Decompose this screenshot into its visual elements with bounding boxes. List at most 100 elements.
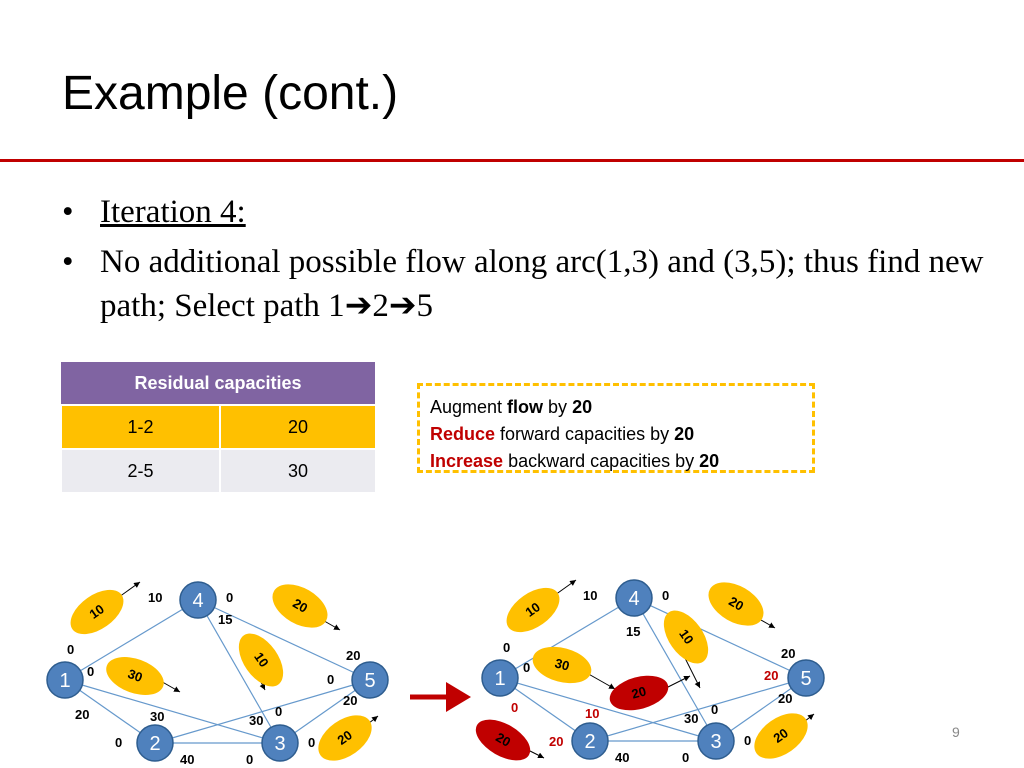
edge-label: 40 [615,750,629,765]
edge-label: 40 [180,752,194,767]
edge-label: 20 [764,668,778,683]
table-row: 2-5 30 [60,448,375,492]
svg-text:20: 20 [290,595,310,615]
title-divider [0,159,1024,162]
residual-capacities-table: Residual capacities 1-2 20 2-5 30 [60,362,375,492]
edge-label: 10 [585,706,599,721]
edge-label: 0 [744,733,751,748]
edge-1-3 [64,679,281,744]
svg-text:3: 3 [274,733,285,755]
bullet-list: • Iteration 4: • No additional possible … [62,190,1002,334]
right-graph: 10 20 10 30 20 20 20 10 0 15 0 20 0 20 0… [475,579,825,765]
edge-label: 0 [115,735,122,750]
svg-text:3: 3 [710,731,721,753]
edge-label: 0 [711,702,718,717]
table-cell: 20 [219,404,375,449]
table-cell: 2-5 [60,448,220,492]
note-line-2: Reduce forward capacities by 20 [430,424,695,444]
arrow-icon-1: ➔ [344,288,373,324]
edge-label: 20 [781,646,795,661]
right-oval-20-red-a: 20 [609,675,669,711]
svg-text:20: 20 [770,725,790,746]
svg-text:1: 1 [494,668,505,690]
svg-text:20: 20 [334,727,354,748]
edge-label: 30 [249,713,263,728]
svg-text:4: 4 [192,590,203,612]
left-node-4: 4 [179,581,217,619]
svg-text:2: 2 [584,731,595,753]
edge-4-5 [197,599,371,681]
left-node-5: 5 [351,661,389,699]
edge-label: 15 [626,624,640,639]
right-oval-20-red-b: 20 [475,719,531,761]
edge-label: 20 [346,648,360,663]
edge-2-5 [589,677,807,742]
table-row: 1-2 20 [60,404,375,449]
left-oval-20-a: 20 [272,584,328,628]
table-header: Residual capacities [61,362,375,405]
svg-text:5: 5 [800,668,811,690]
edge-label: 20 [75,707,89,722]
right-node-2: 2 [571,722,609,760]
edge-label: 0 [246,752,253,767]
edge-label: 0 [87,664,94,679]
left-node-2: 2 [136,724,174,762]
edge-1-4 [499,597,635,679]
svg-text:10: 10 [676,626,697,646]
right-oval-20-a: 20 [708,582,764,626]
edge-label: 20 [343,693,357,708]
table-cell: 30 [219,448,375,492]
right-oval-10-b: 10 [663,610,709,664]
right-node-4: 4 [615,579,653,617]
svg-text:4: 4 [628,588,639,610]
svg-text:1: 1 [59,670,70,692]
edge-label: 0 [523,660,530,675]
right-node-1: 1 [481,659,519,697]
path-node-2: 2 [372,288,389,324]
left-oval-20-b: 20 [318,715,372,761]
note-line-3: Increase backward capacities by 20 [430,451,720,471]
page-number: 9 [952,724,960,740]
edge-label: 0 [67,642,74,657]
edge-2-5 [154,679,371,744]
svg-text:30: 30 [126,666,145,685]
svg-text:30: 30 [553,655,571,673]
left-node-3: 3 [261,724,299,762]
slide-title: Example (cont.) [62,67,399,120]
svg-text:20: 20 [726,593,746,613]
edge-label: 0 [308,735,315,750]
path-node-5: 5 [416,288,434,324]
left-node-1: 1 [46,661,84,699]
edge-label: 20 [549,734,563,749]
edge-label: 0 [275,704,282,719]
svg-text:10: 10 [522,599,542,620]
augment-note-box: Augment flow by 20 Reduce forward capaci… [417,383,815,473]
right-node-5: 5 [787,659,825,697]
left-oval-30: 30 [106,657,164,695]
left-oval-10-a: 10 [70,589,124,635]
edge-label: 20 [778,691,792,706]
edge-4-3 [197,599,281,744]
bullet-iteration: • Iteration 4: [62,194,246,230]
edge-label: 30 [150,709,164,724]
svg-text:20: 20 [493,729,513,749]
edge-1-4 [64,599,199,681]
svg-text:5: 5 [364,670,375,692]
edge-label: 10 [148,590,162,605]
right-oval-20-b: 20 [754,713,808,759]
edge-1-3 [499,677,717,742]
svg-text:10: 10 [251,649,272,669]
bullet-iteration-text: Iteration 4: [100,194,246,230]
right-oval-30: 30 [532,646,592,684]
edge-label: 0 [327,672,334,687]
left-oval-10-b: 10 [238,633,284,687]
svg-text:2: 2 [149,733,160,755]
edge-label: 0 [503,640,510,655]
edge-4-5 [633,597,807,679]
arrow-icon-2: ➔ [388,288,417,324]
edge-label: 0 [226,590,233,605]
edge-label: 30 [684,711,698,726]
note-line-1: Augment flow by 20 [430,397,593,417]
edge-label: 0 [511,700,518,715]
